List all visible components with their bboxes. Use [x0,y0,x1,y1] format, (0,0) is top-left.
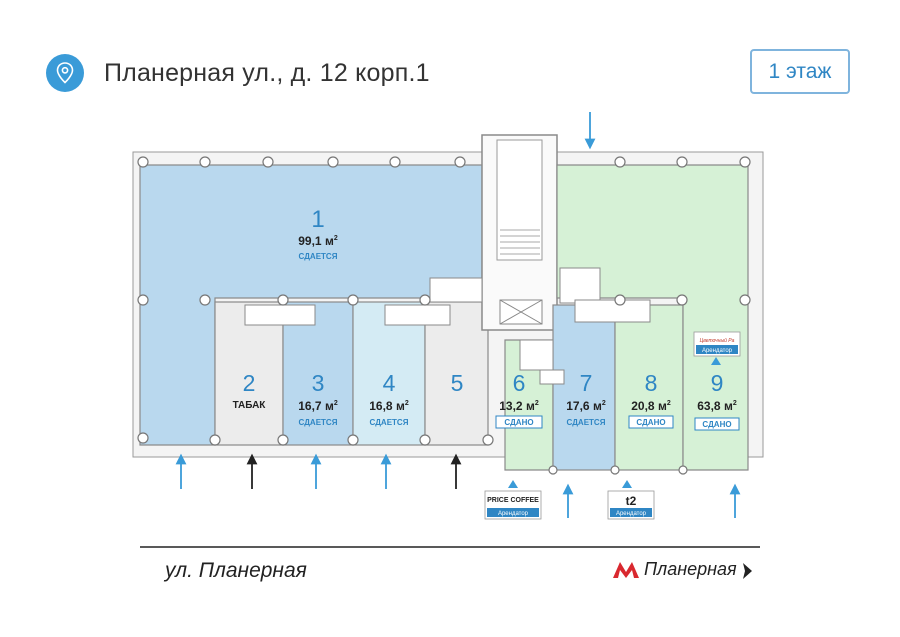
unit-4-number: 4 [383,370,396,396]
street-name: ул. Планерная [165,559,307,582]
unit-9-area-value: 63,8 м [697,399,733,413]
svg-text:20,8 м2: 20,8 м2 [631,399,671,413]
unit-8-number: 8 [645,370,658,396]
unit-1-number: 1 [311,206,324,233]
tele2-tenant-logo: t2 [626,494,637,508]
svg-text:17,6 м2: 17,6 м2 [566,399,606,413]
unit-8-status: СДАНО [636,418,665,427]
unit-2-area [214,301,284,446]
unit-6-status-badge [495,415,543,429]
unit-5-area [424,301,489,446]
metro-station-name: Планерная [644,559,737,579]
columns [137,156,751,475]
unit-2-number: 2 [243,370,256,396]
unit-9-status-badge [694,417,740,431]
unit-6-number: 6 [513,370,526,396]
floor-selector-button[interactable]: 1 этаж [750,49,850,94]
svg-text:16,7 м2: 16,7 м2 [298,399,338,413]
unit-3-number: 3 [312,370,325,396]
unit-7-number: 7 [580,370,593,396]
unit-6-status: СДАНО [504,418,533,427]
coffee-tenant-logo: PRICE COFFEE [487,497,539,504]
direction-arrow-icon [743,563,752,579]
svg-text:63,8 м2: 63,8 м2 [697,399,737,413]
unit-4-area [352,301,426,446]
unit-7-area-value: 17,6 м [566,399,602,413]
unit-8-area-value: 20,8 м [631,399,667,413]
unit-4-status: СДАЕТСЯ [370,418,409,427]
unit-3-area [282,301,354,446]
metro-icon [613,562,639,578]
unit-5-number: 5 [451,370,464,396]
flower-tenant-logo: Цветочный Ра [700,337,735,344]
address-title: Планерная ул., д. 12 корп.1 [104,59,430,87]
tele2-tenant-label: Арендатор [616,511,647,517]
unit-9-status: СДАНО [702,420,731,429]
unit-7-status: СДАЕТСЯ [567,418,606,427]
unit-8-status-badge [628,415,674,429]
unit-3-area-value: 16,7 м [298,399,334,413]
unit-1-area-value: 99,1 м [298,234,334,248]
unit-3-status: СДАЕТСЯ [299,418,338,427]
flower-tenant-label: Арендатор [702,348,733,354]
svg-text:99,1 м2: 99,1 м2 [298,234,338,248]
svg-text:16,8 м2: 16,8 м2 [369,399,409,413]
coffee-tenant-label: Арендатор [498,511,529,517]
unit-9-number: 9 [711,370,724,396]
unit-2-label: ТАБАК [233,400,267,411]
svg-text:13,2 м2: 13,2 м2 [499,399,539,413]
unit-1-status: СДАЕТСЯ [299,252,338,261]
unit-4-area-value: 16,8 м [369,399,405,413]
location-pin-icon [46,54,84,92]
unit-6-area-value: 13,2 м [499,399,535,413]
